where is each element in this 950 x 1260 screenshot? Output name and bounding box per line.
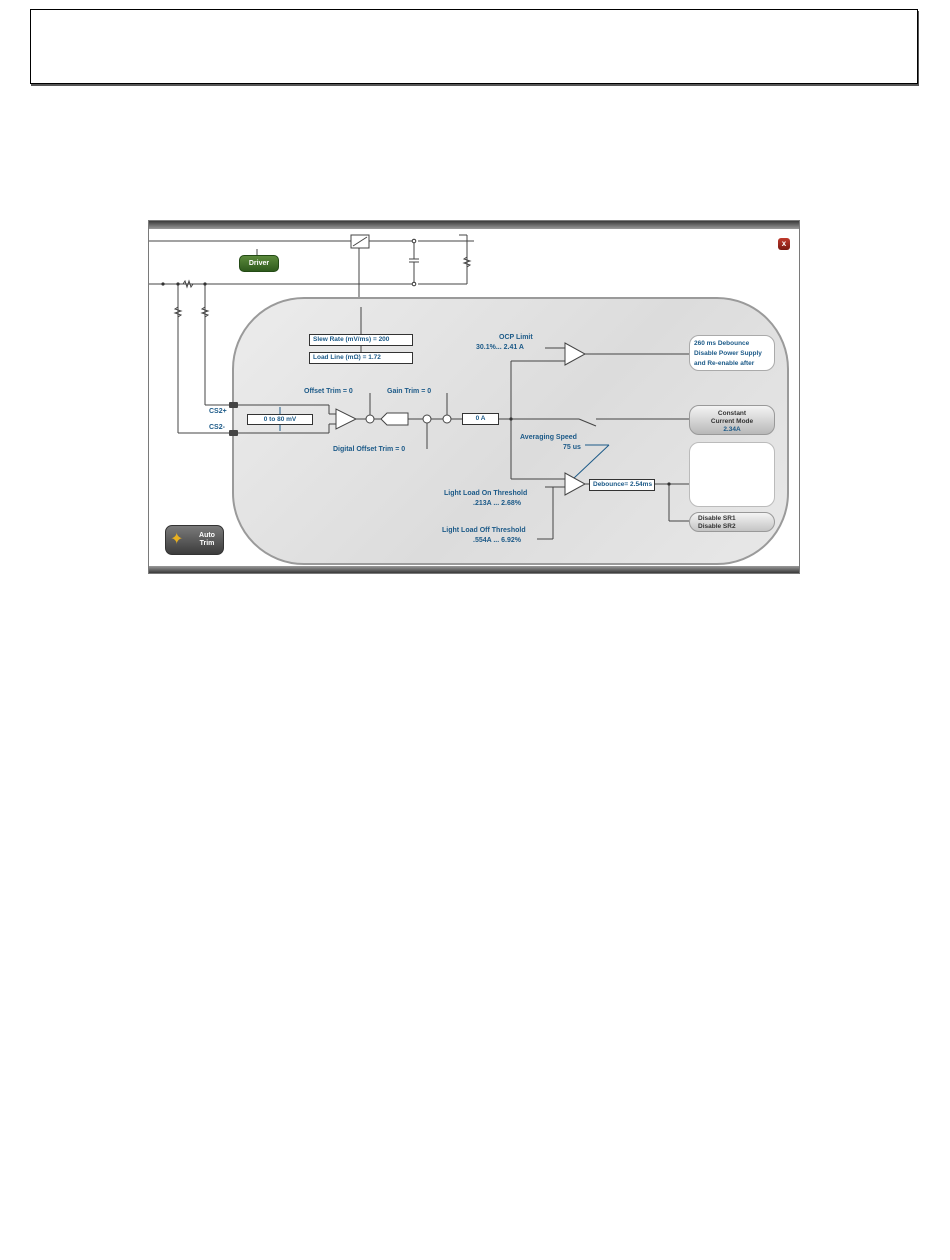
averaging-speed-title: Averaging Speed [520,434,577,441]
auto-trim-label: Auto Trim [199,532,215,547]
cs-plus-connector [229,402,238,408]
sense-range-field[interactable]: 0 to 80 mV [247,414,313,425]
header-box [30,9,918,84]
cs-minus-connector [229,430,238,436]
ocp-action-line: and Re-enable after [694,360,755,367]
cc-mode-line: Current Mode [710,418,754,425]
ocp-limit-value[interactable]: 30.1%... 2.41 A [476,344,524,351]
ocp-action-box[interactable]: 260 ms Debounce Disable Power Supply and… [689,335,775,371]
gain-trim-label[interactable]: Gain Trim = 0 [387,388,432,395]
driver-button[interactable]: Driver [239,255,279,272]
cc-mode-line: 2.34A [723,426,741,433]
light-load-on-title: Light Load On Threshold [444,490,528,497]
auto-trim-button[interactable]: ✦ Auto Trim [165,525,224,555]
cc-mode-line: Constant [717,410,747,417]
cs-minus-label: CS2- [209,424,225,431]
panel-wires [233,307,689,540]
load-line-field[interactable]: Load Line (mΩ) = 1.72 [309,352,413,364]
window-bottom-frame [149,566,799,573]
slew-rate-field[interactable]: Slew Rate (mV/ms) = 200 [309,334,413,346]
disable-sr-button[interactable]: Disable SR1 Disable SR2 [689,512,775,532]
constant-current-mode-button[interactable]: Constant Current Mode 2.34A [689,405,775,435]
ocp-action-line: 260 ms Debounce [694,340,750,347]
debounce-field[interactable]: Debounce= 2.54ms [589,479,655,491]
ocp-config-window: Driver x [148,220,800,574]
averaging-speed-value[interactable]: 75 us [563,444,581,451]
light-load-on-value[interactable]: .213A ... 2.68% [473,500,521,507]
ocp-action-line: Disable Power Supply [694,350,762,357]
close-button[interactable]: x [778,238,790,250]
current-readout: 0 A [462,413,499,425]
light-load-off-title: Light Load Off Threshold [442,527,526,534]
disable-sr-line: Disable SR1 [698,515,736,522]
digital-offset-trim-label[interactable]: Digital Offset Trim = 0 [333,446,406,453]
light-load-status-box [689,442,775,507]
magic-wand-icon: ✦ [170,531,184,548]
cs-plus-label: CS2+ [209,408,227,415]
disable-sr-line: Disable SR2 [698,523,736,530]
offset-trim-label[interactable]: Offset Trim = 0 [304,388,353,395]
light-load-off-value[interactable]: .554A ... 6.92% [473,537,521,544]
window-top-frame [149,221,799,229]
ocp-limit-title: OCP Limit [499,334,533,341]
